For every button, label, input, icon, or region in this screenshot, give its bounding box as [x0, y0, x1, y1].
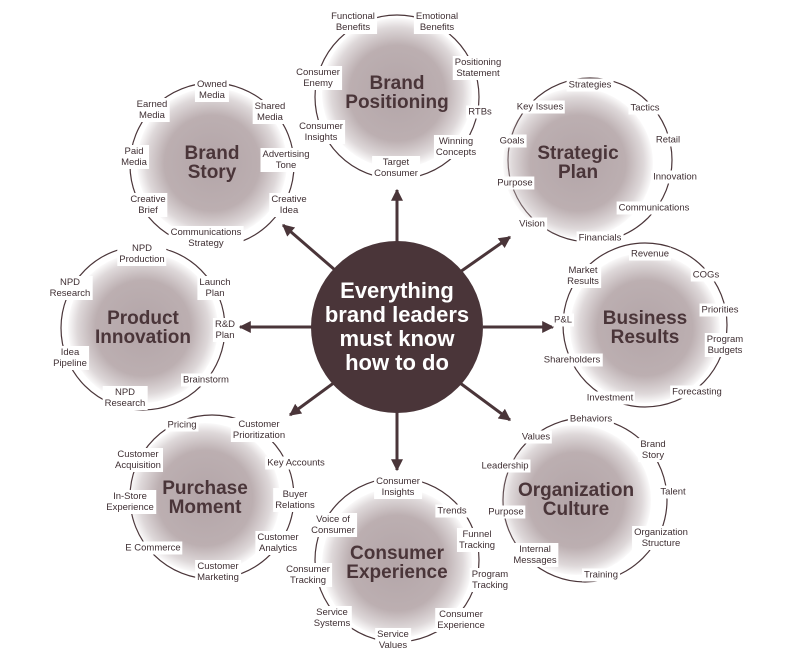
organization-culture-item: Purpose [486, 505, 526, 519]
consumer-experience-item: Consumer Experience [435, 608, 487, 632]
organization-culture-item: Brand Story [638, 438, 668, 462]
brand-positioning-item: Consumer Enemy [294, 66, 342, 90]
brand-story-item: Earned Media [134, 98, 170, 122]
consumer-experience-item: Service Systems [311, 606, 353, 630]
brand-story-item: Shared Media [252, 100, 288, 124]
purchase-moment-item: Customer Acquisition [113, 448, 163, 472]
business-results-item: P&L [552, 313, 574, 327]
organization-culture-title: Organization Culture [517, 480, 635, 520]
product-innovation-item: NPD Research [47, 276, 93, 300]
purchase-moment-arrow [289, 380, 336, 417]
brand-positioning-item: Consumer Insights [297, 120, 345, 144]
strategic-plan-item: Goals [497, 134, 527, 148]
brand-positioning-item: Winning Concepts [433, 135, 479, 159]
strategic-plan-arrow [459, 235, 511, 274]
product-innovation-item: NPD Production [117, 242, 167, 266]
strategic-plan-item: Purpose [495, 176, 535, 190]
brand-positioning-item: RTBs [466, 105, 494, 119]
business-results-item: Revenue [628, 247, 672, 261]
business-results-item: COGs [690, 268, 722, 282]
organization-culture-item: Behaviors [567, 412, 615, 426]
brand-positioning-title: Brand Positioning [345, 73, 449, 113]
business-results-item: Market Results [565, 264, 601, 288]
purchase-moment-item: Customer Analytics [255, 531, 301, 555]
product-innovation-item: R&D Plan [212, 318, 238, 342]
brand-story-item: Creative Idea [269, 193, 309, 217]
strategic-plan-item: Vision [517, 217, 547, 231]
business-results-title: Business Results [602, 308, 688, 348]
purchase-moment-item: Customer Prioritization [230, 418, 288, 442]
purchase-moment-item: Buyer Relations [273, 488, 317, 512]
brand-story-item: Advertising Tone [260, 148, 312, 172]
brand-positioning-item: Target Consumer [372, 156, 420, 180]
center-circle [311, 241, 483, 413]
strategic-plan-item: Retail [653, 133, 683, 147]
brand-story-arrow [282, 223, 336, 272]
consumer-experience-item: Consumer Tracking [284, 563, 332, 587]
organization-culture-item: Internal Messages [511, 543, 559, 567]
consumer-experience-item: Service Values [375, 628, 411, 652]
product-innovation-item: NPD Research [102, 386, 148, 410]
consumer-experience-title: Consumer Experience [346, 543, 448, 583]
business-results-item: Investment [584, 391, 636, 405]
organization-culture-item: Talent [658, 485, 688, 499]
brand-positioning-item: Emotional Benefits [413, 10, 461, 34]
organization-culture-item: Leadership [479, 459, 531, 473]
strategic-plan-title: Strategic Plan [537, 143, 619, 183]
brand-story-item: Paid Media [119, 145, 149, 169]
product-innovation-item: Idea Pipeline [51, 346, 89, 370]
brand-positioning-item: Positioning Statement [452, 56, 504, 80]
business-results-item: Priorities [699, 303, 741, 317]
consumer-experience-item: Trends [435, 504, 469, 518]
consumer-experience-item: Voice of Consumer [309, 513, 357, 537]
consumer-experience-item: Funnel Tracking [456, 528, 498, 552]
business-results-item: Shareholders [541, 353, 603, 367]
brand-story-item: Owned Media [194, 78, 230, 102]
organization-culture-item: Values [519, 430, 553, 444]
strategic-plan-item: Communications [616, 201, 692, 215]
brand-story-item: Creative Brief [128, 193, 168, 217]
business-results-item: Forecasting [670, 385, 724, 399]
strategic-plan-item: Tactics [628, 101, 662, 115]
product-innovation-item: Brainstorm [181, 373, 231, 387]
brand-story-item: Communications Strategy [168, 226, 244, 250]
brand-positioning-item: Functional Benefits [329, 10, 377, 34]
strategic-plan-item: Financials [576, 231, 624, 245]
organization-culture-item: Organization Structure [632, 526, 690, 550]
purchase-moment-item: Customer Marketing [195, 560, 241, 584]
purchase-moment-item: E Commerce [123, 541, 183, 555]
strategic-plan-item: Innovation [651, 170, 699, 184]
product-innovation-item: Launch Plan [197, 276, 233, 300]
purchase-moment-item: In-Store Experience [104, 490, 156, 514]
strategic-plan-item: Key Issues [514, 100, 566, 114]
brand-story-title: Brand Story [184, 143, 240, 183]
center-title: Everything brand leaders must know how t… [324, 278, 470, 375]
strategic-plan-item: Strategies [566, 78, 614, 92]
purchase-moment-item: Pricing [165, 418, 199, 432]
purchase-moment-item: Key Accounts [265, 456, 327, 470]
consumer-experience-item: Consumer Insights [374, 475, 422, 499]
organization-culture-item: Training [582, 568, 620, 582]
business-results-item: Program Budgets [704, 333, 746, 357]
purchase-moment-title: Purchase Moment [162, 478, 248, 518]
consumer-experience-item: Program Tracking [469, 568, 511, 592]
product-innovation-title: Product Innovation [94, 308, 192, 348]
organization-culture-arrow [459, 381, 511, 422]
